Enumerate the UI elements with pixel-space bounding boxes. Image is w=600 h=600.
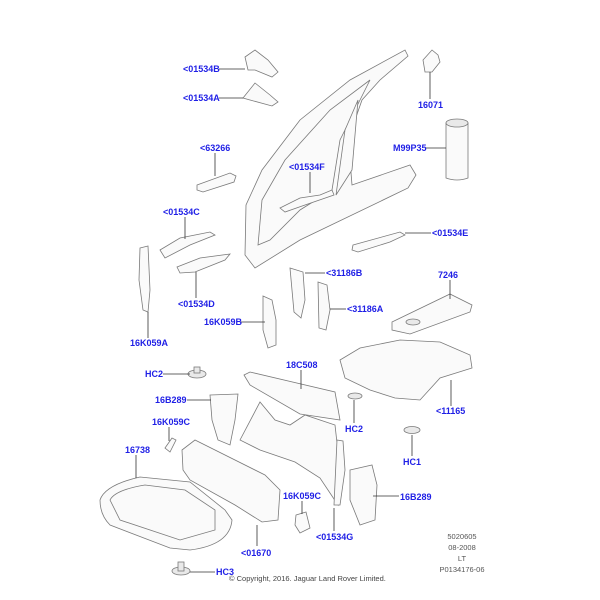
part-label-16k059c[interactable]: 16K059C (152, 417, 191, 427)
part-label-16k059b[interactable]: 16K059B (204, 317, 243, 327)
part-label-01534a[interactable]: <01534A (183, 93, 220, 103)
part-label-16b289-second[interactable]: 16B289 (400, 492, 432, 502)
part-label-16k059a[interactable]: 16K059A (130, 338, 169, 348)
part-label-16071[interactable]: 16071 (418, 100, 444, 110)
diagram-reference: P0134176-06 (439, 565, 485, 574)
diagram-region: LT (457, 554, 467, 563)
part-label-hc3[interactable]: HC3 (216, 567, 235, 577)
part-label-11165[interactable]: <11165 (436, 406, 466, 416)
leader-lines (135, 68, 452, 573)
diagram-date: 08-2008 (448, 543, 476, 552)
part-label-01534d[interactable]: <01534D (178, 299, 215, 309)
part-label-16b289[interactable]: 16B289 (155, 395, 187, 405)
part-label-hc1[interactable]: HC1 (403, 457, 422, 467)
part-label-01534c[interactable]: <01534C (163, 207, 200, 217)
diagram-code: 5020605 (447, 532, 477, 541)
part-label-16738[interactable]: 16738 (125, 445, 151, 455)
part-label-01534e[interactable]: <01534E (432, 228, 469, 238)
part-label-18c508[interactable]: 18C508 (286, 360, 318, 370)
part-label-01534f[interactable]: <01534F (289, 162, 325, 172)
parts (99, 49, 473, 576)
part-label-hc2[interactable]: HC2 (145, 369, 164, 379)
copyright-notice: © Copyright, 2016. Jaguar Land Rover Lim… (229, 574, 386, 583)
part-label-m99p35[interactable]: M99P35 (393, 143, 427, 153)
part-label-63266[interactable]: <63266 (200, 143, 231, 153)
body-side-panel (244, 49, 417, 269)
part-label-16k059c-second[interactable]: 16K059C (283, 491, 322, 501)
part-label-01670[interactable]: <01670 (241, 548, 272, 558)
part-label-hc2-second[interactable]: HC2 (345, 424, 364, 434)
part-label-01534b[interactable]: <01534B (183, 64, 220, 74)
part-label-31186a[interactable]: <31186A (347, 304, 384, 314)
part-label-7246[interactable]: 7246 (438, 270, 459, 280)
part-label-31186b[interactable]: <31186B (326, 268, 363, 278)
part-label-01534g[interactable]: <01534G (316, 532, 354, 542)
